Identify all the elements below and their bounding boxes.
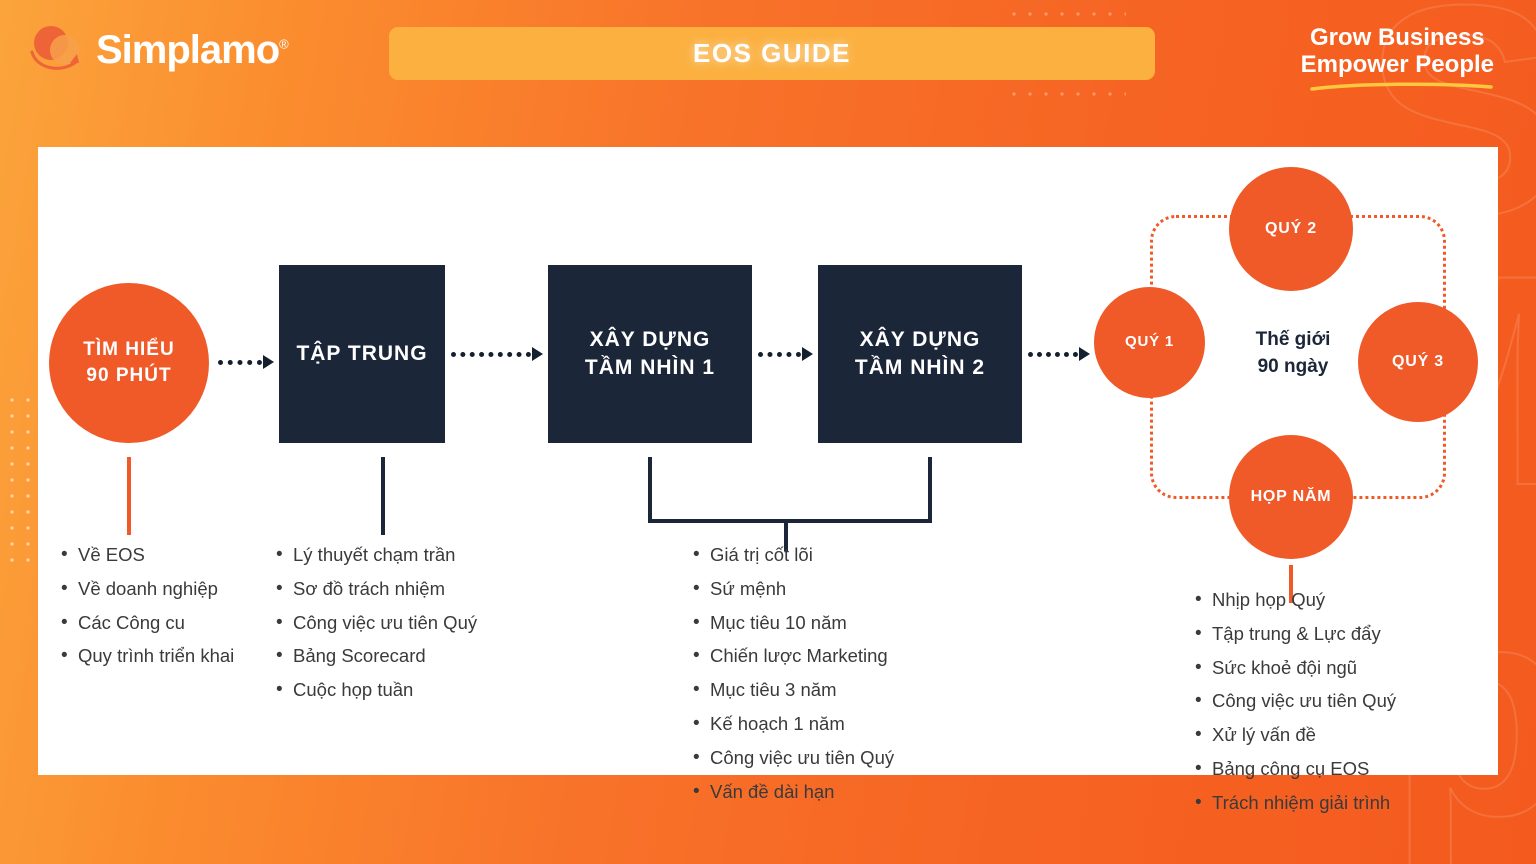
- arrow-3-icon: [758, 347, 813, 361]
- node-quy-3[interactable]: QUÝ 3: [1358, 302, 1478, 422]
- list-column-1-items: Về EOS Về doanh nghiệp Các Công cu Quy t…: [61, 541, 234, 670]
- cycle-center-label: Thế giới 90 ngày: [1238, 327, 1348, 380]
- node-quy-2[interactable]: QUÝ 2: [1229, 167, 1353, 291]
- list-item: Bảng công cụ EOS: [1195, 755, 1396, 783]
- node-quy-1-label: QUÝ 1: [1124, 333, 1174, 351]
- node-vision-2-line2: TẦM NHÌN 2: [854, 356, 986, 379]
- brand-name: Simplamo®: [96, 27, 289, 73]
- list-item: Lý thuyết chạm trần: [276, 541, 477, 569]
- node-vision-2[interactable]: XÂY DỰNG TẦM NHÌN 2: [818, 265, 1022, 443]
- node-quy-2-label: QUÝ 2: [1264, 220, 1317, 238]
- connector-vision-bracket: [648, 457, 932, 523]
- list-item: Mục tiêu 10 năm: [693, 609, 894, 637]
- eos-guide-banner: EOS GUIDE: [389, 27, 1155, 80]
- list-item: Trách nhiệm giải trình: [1195, 789, 1396, 817]
- arrow-2-icon: [451, 347, 543, 361]
- list-column-2: Lý thuyết chạm trần Sơ đồ trách nhiệm Cô…: [276, 541, 477, 711]
- dot-pattern-left: [4, 392, 34, 562]
- node-quy-1[interactable]: QUÝ 1: [1094, 287, 1205, 398]
- arrow-4-icon: [1028, 347, 1090, 361]
- connector-hop-nam: [1289, 565, 1293, 603]
- list-item: Sứ mệnh: [693, 575, 894, 603]
- list-item: Xử lý vấn đề: [1195, 721, 1396, 749]
- list-item: Tập trung & Lực đẩy: [1195, 620, 1396, 648]
- eos-guide-title: EOS GUIDE: [693, 38, 851, 68]
- list-item: Các Công cu: [61, 609, 234, 637]
- cycle-center-line1: Thế giới: [1255, 329, 1331, 350]
- node-vision-1-line1: XÂY DỰNG: [589, 327, 711, 351]
- connector-tim-hieu: [127, 457, 131, 535]
- list-item: Bảng Scorecard: [276, 642, 477, 670]
- list-item: Sức khoẻ đội ngũ: [1195, 654, 1396, 682]
- node-vision-1[interactable]: XÂY DỰNG TẦM NHÌN 1: [548, 265, 752, 443]
- tagline-line-2: Empower People: [1300, 50, 1494, 78]
- brand-name-text: Simplamo: [96, 27, 280, 72]
- list-item: Công việc ưu tiên Quý: [693, 744, 894, 772]
- tagline-underline-icon: [1310, 82, 1493, 91]
- content-panel: TÌM HIỂU 90 PHÚT TẬP TRUNG XÂY DỰNG TẦM …: [38, 147, 1498, 816]
- connector-tap-trung: [381, 457, 385, 535]
- arrow-1-icon: [218, 355, 274, 369]
- list-column-2-items: Lý thuyết chạm trần Sơ đồ trách nhiệm Cô…: [276, 541, 477, 704]
- list-item: Cuộc họp tuần: [276, 676, 477, 704]
- logo-arc-icon: [30, 50, 79, 70]
- list-item: Công việc ưu tiên Quý: [1195, 687, 1396, 715]
- list-item: Công việc ưu tiên Quý: [276, 609, 477, 637]
- registered-mark: ®: [279, 36, 289, 52]
- node-tim-hieu-line1: TÌM HIỂU: [83, 339, 175, 361]
- node-quy-3-label: QUÝ 3: [1391, 353, 1444, 371]
- node-vision-1-line2: TẦM NHÌN 1: [584, 356, 716, 379]
- list-column-3: Giá trị cốt lõi Sứ mệnh Mục tiêu 10 năm …: [693, 541, 894, 813]
- list-column-1: Về EOS Về doanh nghiệp Các Công cu Quy t…: [61, 541, 234, 677]
- list-column-4-items: Nhịp họp Quý Tập trung & Lực đẩy Sức kho…: [1195, 586, 1396, 817]
- list-item: Vấn đề dài hạn: [693, 778, 894, 806]
- list-column-4: Nhịp họp Quý Tập trung & Lực đẩy Sức kho…: [1195, 586, 1396, 824]
- node-hop-nam-label: HỌP NĂM: [1250, 488, 1332, 506]
- list-item: Giá trị cốt lõi: [693, 541, 894, 569]
- list-item: Quy trình triển khai: [61, 642, 234, 670]
- node-vision-2-line1: XÂY DỰNG: [859, 327, 981, 351]
- node-tap-trung-line1: TẬP TRUNG: [296, 341, 428, 365]
- list-item: Kế hoạch 1 năm: [693, 710, 894, 738]
- connector-vision-stem: [784, 519, 788, 551]
- brand-logo: Simplamo®: [28, 24, 289, 76]
- tagline: Grow Business Empower People: [1300, 24, 1494, 91]
- node-tap-trung[interactable]: TẬP TRUNG: [279, 265, 445, 443]
- cycle-center-line2: 90 ngày: [1257, 355, 1329, 377]
- list-item: Chiến lược Marketing: [693, 642, 894, 670]
- list-item: Về doanh nghiệp: [61, 575, 234, 603]
- list-column-3-items: Giá trị cốt lõi Sứ mệnh Mục tiêu 10 năm …: [693, 541, 894, 806]
- node-tim-hieu[interactable]: TÌM HIỂU 90 PHÚT: [49, 283, 209, 443]
- list-item: Về EOS: [61, 541, 234, 569]
- list-item: Sơ đồ trách nhiệm: [276, 575, 477, 603]
- node-tim-hieu-line2: 90 PHÚT: [86, 365, 172, 386]
- node-hop-nam[interactable]: HỌP NĂM: [1229, 435, 1353, 559]
- tagline-line-1: Grow Business: [1309, 24, 1485, 51]
- simplamo-mark-icon: [28, 24, 86, 76]
- list-item: Mục tiêu 3 năm: [693, 676, 894, 704]
- list-item: Nhịp họp Quý: [1195, 586, 1396, 614]
